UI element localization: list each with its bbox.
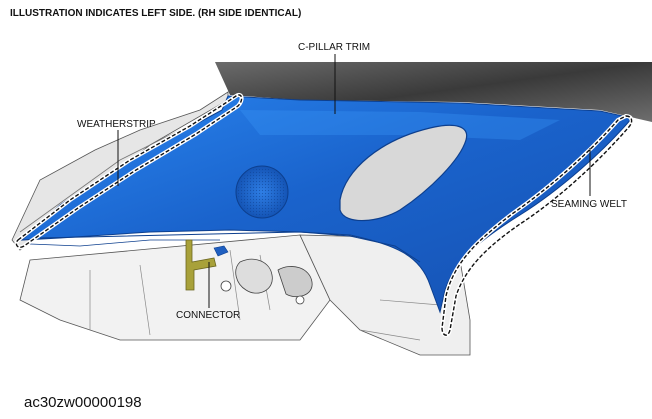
c-pillar-trim-label: C-PILLAR TRIM xyxy=(298,42,371,53)
connector-harness xyxy=(185,239,217,291)
illustration-caption: ILLUSTRATION INDICATES LEFT SIDE. (RH SI… xyxy=(10,8,302,19)
seaming-welt-label: SEAMING WELT xyxy=(551,199,627,210)
figure-id: ac30zw00000198 xyxy=(24,394,142,411)
connector-label: CONNECTOR xyxy=(176,310,241,321)
weatherstrip-label: WEATHERSTRIP xyxy=(77,119,156,130)
quarter-window xyxy=(339,124,468,222)
roof-headliner xyxy=(215,62,652,122)
